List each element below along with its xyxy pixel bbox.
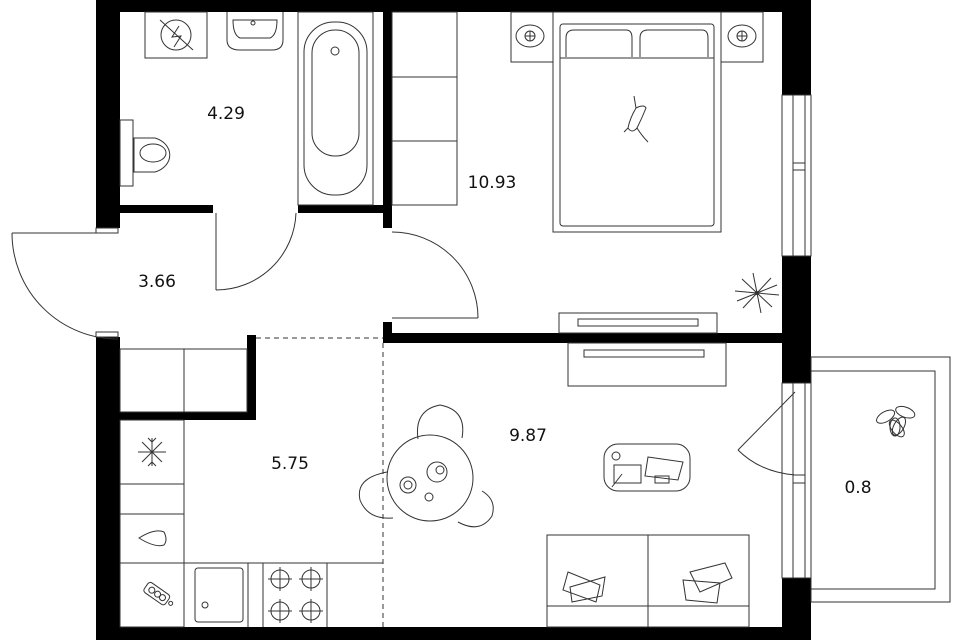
balcony — [810, 356, 951, 603]
tv-icon — [558, 312, 727, 387]
area-label-bedroom: 10.93 — [468, 173, 517, 193]
sofa-icon — [546, 534, 750, 628]
wardrobe — [391, 11, 458, 206]
snowflake-icon — [138, 437, 166, 467]
cat-icon — [623, 95, 649, 143]
bedroom-door — [391, 231, 479, 319]
sink-icon — [226, 12, 284, 51]
area-label-hallway: 3.66 — [138, 272, 176, 292]
bathroom-door — [215, 212, 297, 291]
plant-icon — [734, 272, 780, 314]
kitchen-sink-icon — [194, 567, 244, 623]
area-label-bathroom: 4.29 — [207, 104, 245, 124]
balcony-door — [737, 391, 796, 476]
desk-icon — [603, 443, 691, 492]
washing-machine-icon — [144, 11, 208, 59]
drop-icon — [138, 530, 167, 547]
window-living — [781, 382, 812, 579]
window-bedroom — [781, 94, 812, 257]
entrance-door — [11, 227, 119, 340]
cooktop-icon — [268, 567, 323, 623]
area-label-living-room: 9.87 — [509, 426, 547, 446]
kitchen-upper-cabinet — [119, 348, 248, 413]
bathtub-icon — [297, 11, 374, 206]
walls — [96, 0, 811, 640]
toilet-icon — [119, 119, 171, 187]
cutting-board-icon — [143, 581, 174, 606]
plant-icon — [876, 405, 916, 438]
area-label-kitchen: 5.75 — [271, 454, 309, 474]
kitchen-counter — [119, 419, 383, 628]
bed-icon — [510, 11, 764, 233]
area-label-balcony: 0.8 — [844, 478, 871, 498]
laptop-icon — [644, 456, 684, 484]
dining-table-icon — [358, 404, 494, 528]
